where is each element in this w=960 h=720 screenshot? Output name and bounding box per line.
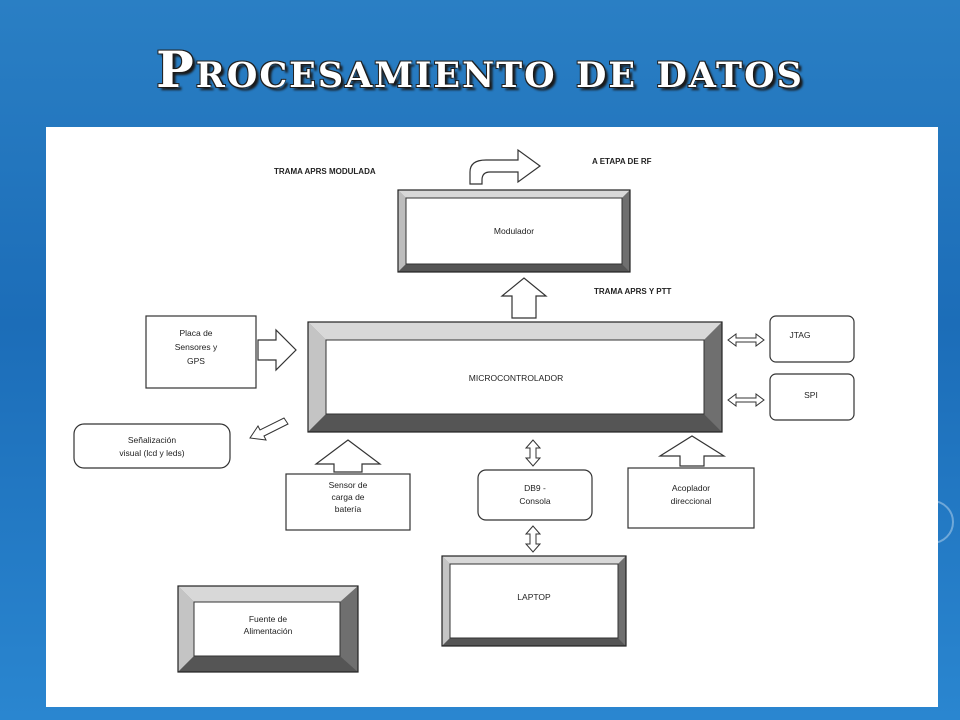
sensor-label-1: Sensor de: [329, 480, 368, 490]
db9-label-2: Consola: [519, 496, 550, 506]
microcontrolador-label: MICROCONTROLADOR: [469, 373, 563, 383]
sensor-bateria-block: Sensor de carga de batería: [285, 473, 411, 531]
db9-block: DB9 - Consola: [477, 469, 593, 521]
db9-label-1: DB9 -: [524, 483, 546, 493]
spi-block: SPI: [769, 373, 855, 421]
placa-to-micro-arrow: [257, 328, 297, 372]
sensor-label-2: carga de: [331, 492, 364, 502]
laptop-label: LAPTOP: [517, 592, 551, 602]
micro-db9-double-arrow: [524, 439, 542, 467]
senalizacion-label-1: Señalización: [128, 435, 176, 445]
etapa-rf-label: A ETAPA DE RF: [592, 157, 652, 166]
modulador-label: Modulador: [494, 226, 534, 236]
senalizacion-label-2: visual (lcd y leds): [119, 448, 184, 458]
fuente-block: Fuente de Alimentación: [177, 585, 359, 673]
placa-sensores-block: Placa de Sensores y GPS: [145, 315, 257, 389]
slide-title: Procesamiento de datos: [156, 40, 804, 99]
micro-to-modulador-arrow: [500, 277, 548, 319]
senalizacion-block: Señalización visual (lcd y leds): [73, 423, 231, 469]
modulador-block: Modulador: [397, 189, 631, 273]
decorative-circle: [910, 500, 954, 544]
acoplador-to-micro-arrow: [657, 435, 727, 467]
trama-modulada-label: TRAMA APRS MODULADA: [274, 167, 376, 176]
db9-laptop-double-arrow: [524, 525, 542, 553]
placa-label-2: Sensores y: [175, 342, 218, 352]
rf-output-arrow: [469, 148, 542, 185]
fuente-label-1: Fuente de: [249, 614, 288, 624]
micro-jtag-double-arrow: [727, 333, 765, 347]
trama-ptt-label: TRAMA APRS Y PTT: [594, 287, 671, 296]
jtag-label: JTAG: [789, 330, 810, 340]
acoplador-label-1: Acoplador: [672, 483, 710, 493]
microcontrolador-block: MICROCONTROLADOR: [307, 321, 723, 433]
micro-spi-double-arrow: [727, 393, 765, 407]
placa-label-1: Placa de: [179, 328, 212, 338]
jtag-block: JTAG: [769, 315, 855, 363]
sensor-to-micro-arrow: [314, 439, 382, 473]
acoplador-block: Acoplador direccional: [627, 467, 755, 529]
fuente-label-2: Alimentación: [244, 626, 293, 636]
sensor-label-3: batería: [335, 504, 362, 514]
laptop-block: LAPTOP: [441, 555, 627, 647]
acoplador-label-2: direccional: [671, 496, 712, 506]
spi-label: SPI: [804, 390, 818, 400]
placa-label-3: GPS: [187, 356, 205, 366]
micro-to-senalizacion-arrow: [249, 417, 289, 441]
